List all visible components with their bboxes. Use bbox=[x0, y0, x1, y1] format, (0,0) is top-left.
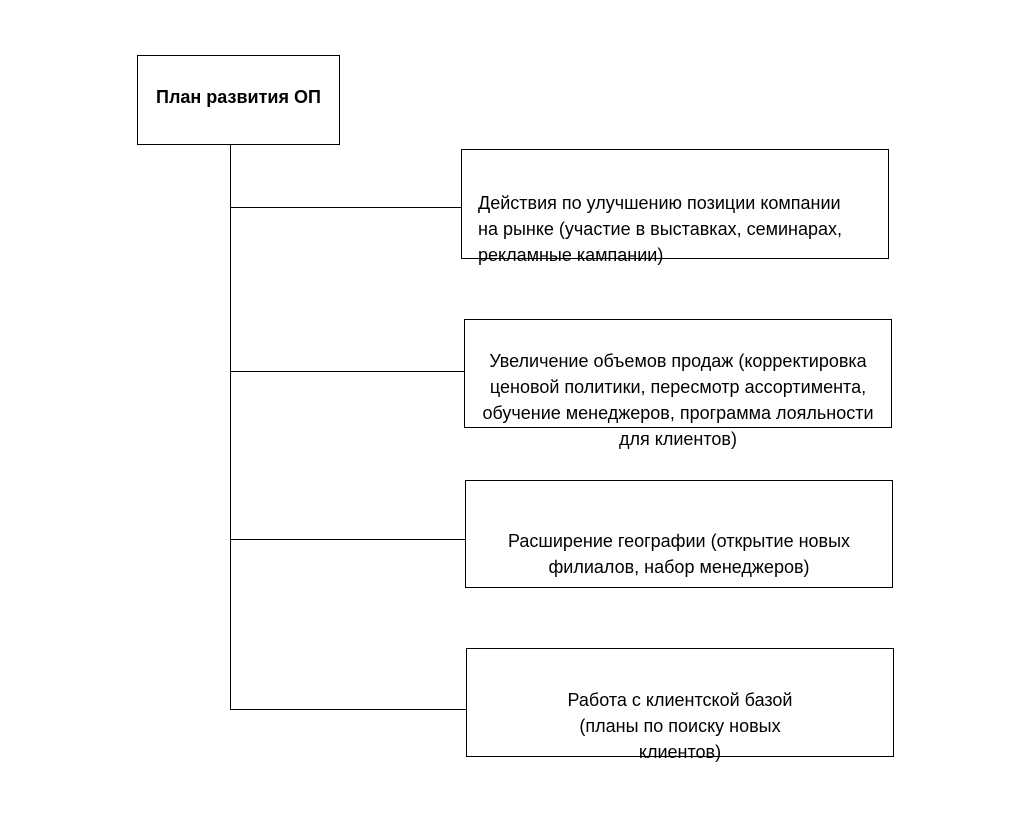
branch-label: Увеличение объемов продаж (корректировка… bbox=[482, 351, 874, 449]
branch-node-client-base: Работа с клиентской базой (планы по поис… bbox=[466, 648, 894, 762]
root-node: План развития ОП bbox=[137, 55, 340, 145]
branch-label: Действия по улучшению позиции компании н… bbox=[478, 193, 842, 265]
branch-node-sales-growth: Увеличение объемов продаж (корректировка… bbox=[464, 319, 892, 449]
branch-node-geography: Расширение географии (открытие новых фил… bbox=[465, 480, 893, 588]
branch-label: Расширение географии (открытие новых фил… bbox=[507, 531, 851, 577]
branch-label: Работа с клиентской базой (планы по поис… bbox=[567, 690, 793, 762]
root-label: План развития ОП bbox=[156, 87, 321, 107]
branch-node-market-position: Действия по улучшению позиции компании н… bbox=[461, 149, 889, 265]
